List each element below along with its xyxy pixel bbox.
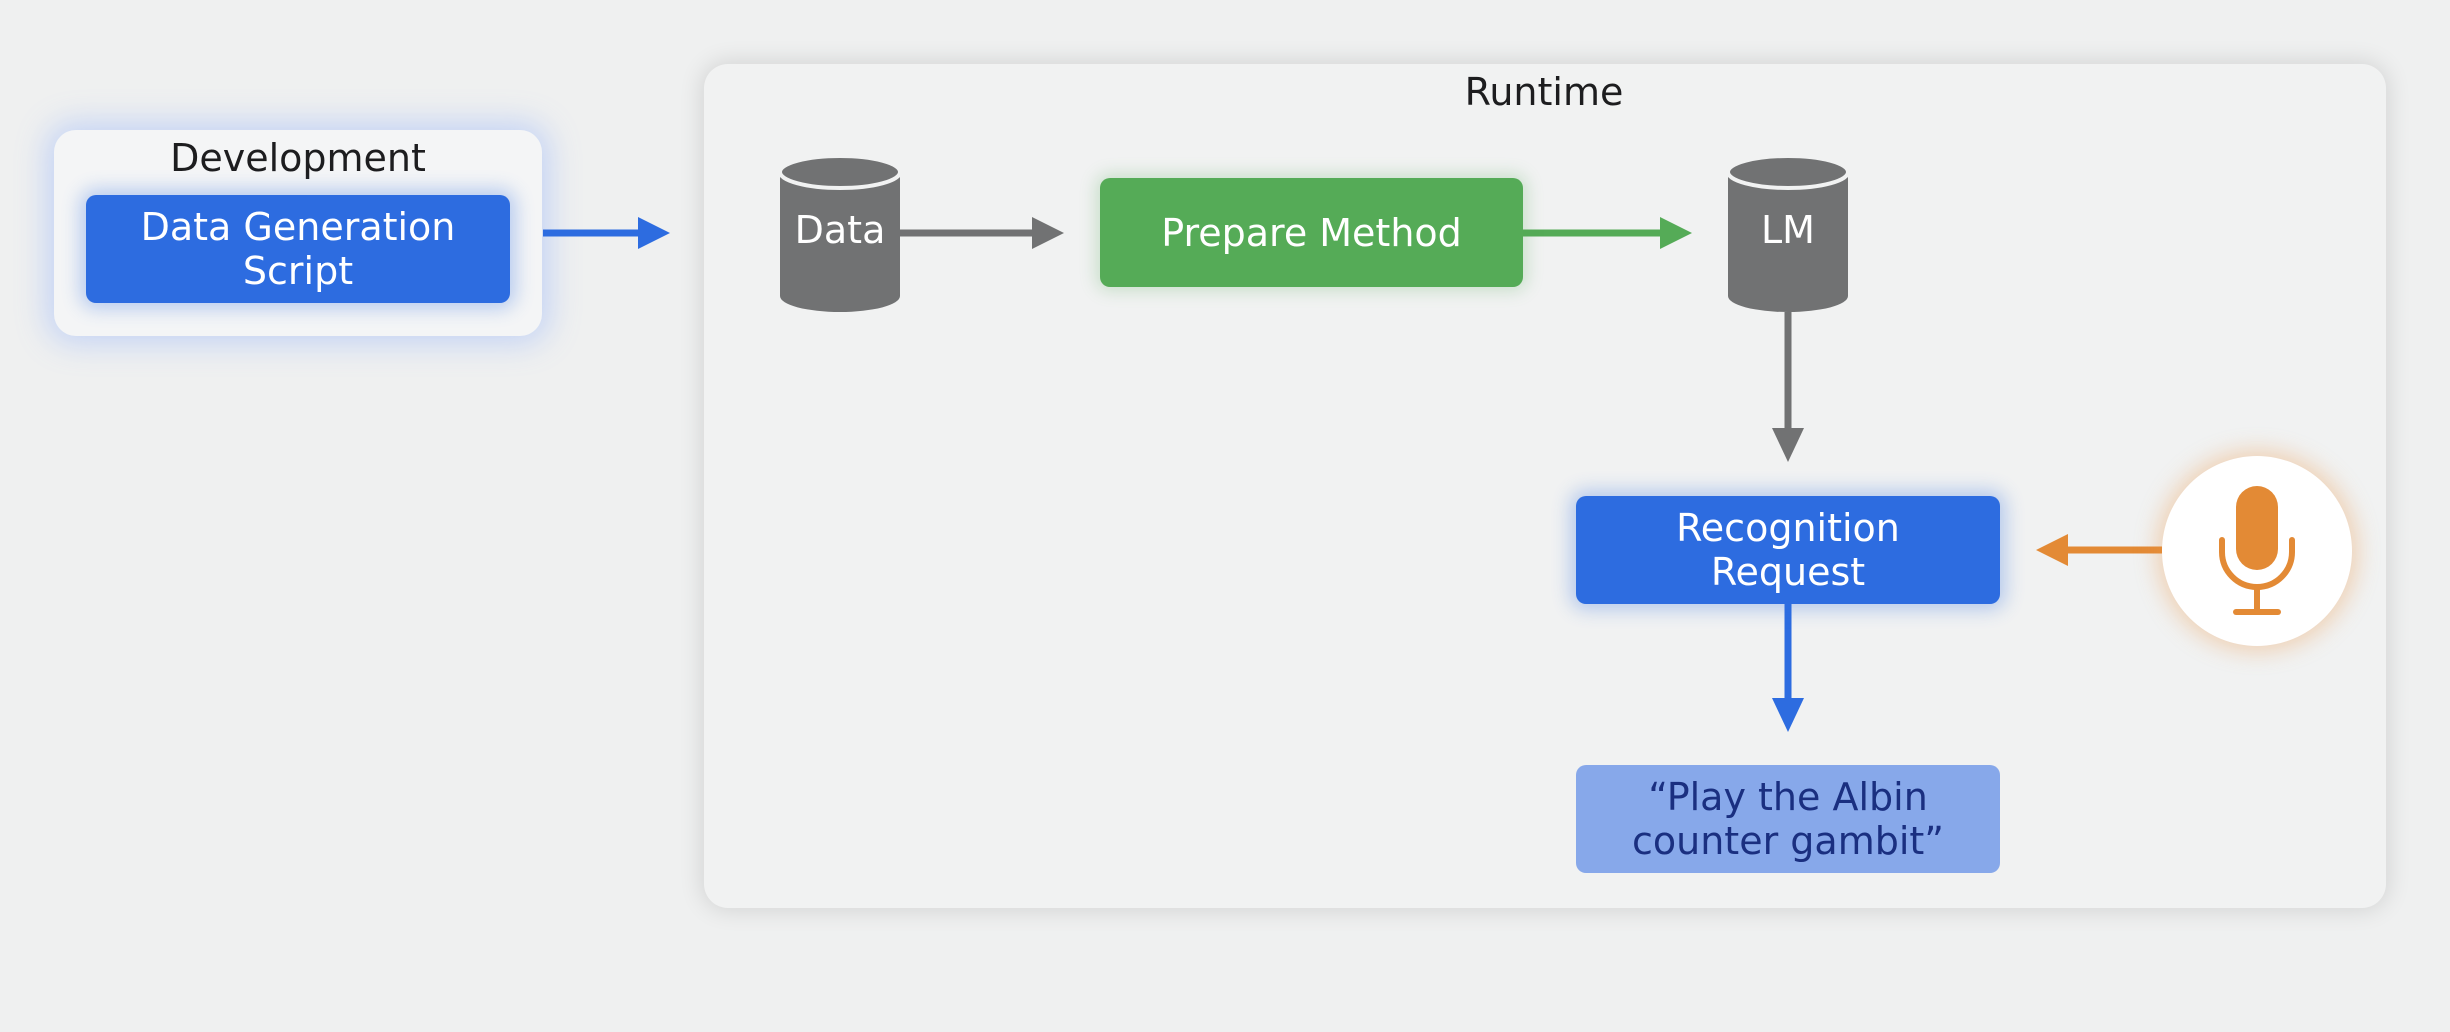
data-label: Data xyxy=(794,208,886,252)
development-title: Development xyxy=(170,136,426,180)
recognition-request-box: Recognition Request xyxy=(1576,496,2000,604)
microphone-to-recognition-arrow xyxy=(2036,534,2162,566)
recognition-request-line1: Recognition xyxy=(1676,506,1900,550)
data-generation-script-line2: Script xyxy=(242,249,354,293)
recognition-request-line2: Request xyxy=(1710,550,1866,594)
prepare-method-label: Prepare Method xyxy=(1161,210,1462,255)
recognized-text-line2: counter gambit” xyxy=(1632,819,1944,863)
recognition-to-output-arrow xyxy=(1772,604,1804,732)
microphone-button xyxy=(2162,456,2352,646)
recognized-text-line1: “Play the Albin xyxy=(1648,775,1928,819)
microphone-icon xyxy=(2219,486,2295,615)
data-generation-script-line1: Data Generation xyxy=(140,205,456,249)
runtime-title: Runtime xyxy=(1464,70,1624,114)
lm-database-icon xyxy=(1726,154,1850,312)
lm-label: LM xyxy=(1761,208,1815,252)
dev-to-runtime-arrow xyxy=(543,217,670,249)
data-database-icon xyxy=(778,154,902,312)
lm-to-recognition-arrow xyxy=(1772,312,1804,462)
prepare-method-box: Prepare Method xyxy=(1100,178,1523,287)
data-to-prepare-arrow xyxy=(900,217,1064,249)
recognized-text-box: “Play the Albin counter gambit” xyxy=(1576,765,2000,873)
prepare-to-lm-arrow xyxy=(1523,217,1692,249)
runtime-panel xyxy=(704,64,2386,908)
data-generation-script-box: Data Generation Script xyxy=(86,195,510,303)
